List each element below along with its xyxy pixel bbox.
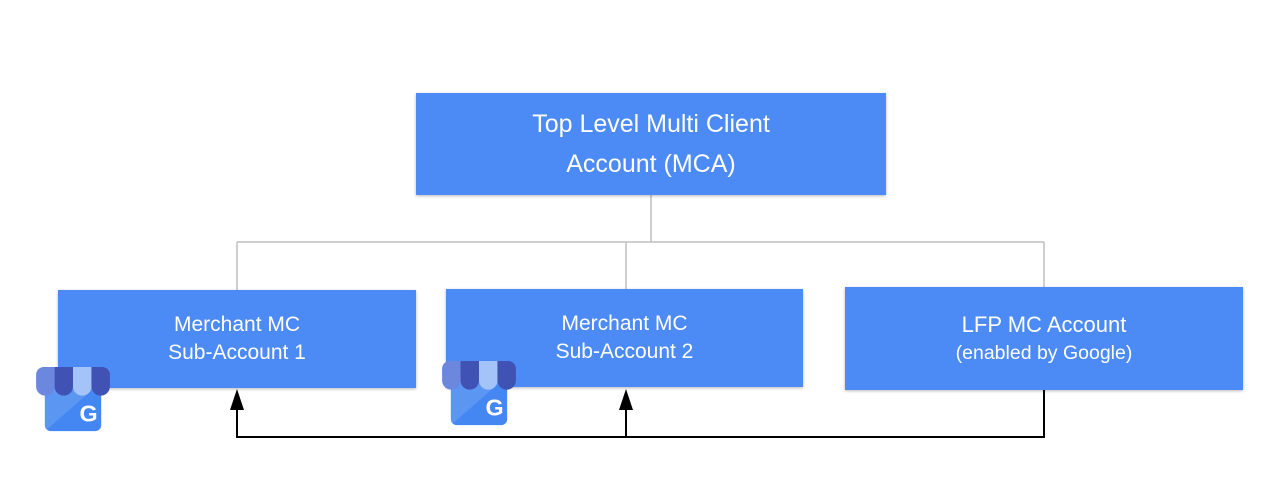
- tree-connectors: [236, 195, 1045, 290]
- lfp-mc-account-label-line2: (enabled by Google): [955, 341, 1133, 364]
- top-level-mca-box: Top Level Multi Client Account (MCA): [416, 93, 886, 195]
- arrowhead-to-sub-account-2: [619, 389, 633, 410]
- top-level-mca-label-line1: Top Level Multi Client: [532, 110, 770, 138]
- top-level-mca-label-line2: Account (MCA): [566, 150, 736, 178]
- google-g-letter: G: [79, 400, 97, 426]
- merchant-sub-account-2-label-line2: Sub-Account 2: [555, 340, 694, 363]
- lfp-mc-account-label-line1: LFP MC Account: [961, 311, 1127, 337]
- merchant-sub-account-2-label-line1: Merchant MC: [561, 312, 688, 335]
- lfp-mc-account-box: LFP MC Account (enabled by Google): [845, 287, 1243, 390]
- arrowhead-to-sub-account-1: [230, 389, 244, 410]
- merchant-sub-account-1-box: Merchant MC Sub-Account 1: [58, 290, 416, 388]
- flow-arrows: [230, 389, 1045, 438]
- google-business-profile-icon: G: [442, 361, 516, 426]
- google-business-profile-icon: G: [36, 367, 110, 432]
- google-g-letter: G: [485, 394, 503, 420]
- merchant-sub-account-1-label-line1: Merchant MC: [173, 313, 301, 336]
- merchant-sub-account-1-label-line2: Sub-Account 1: [168, 341, 306, 364]
